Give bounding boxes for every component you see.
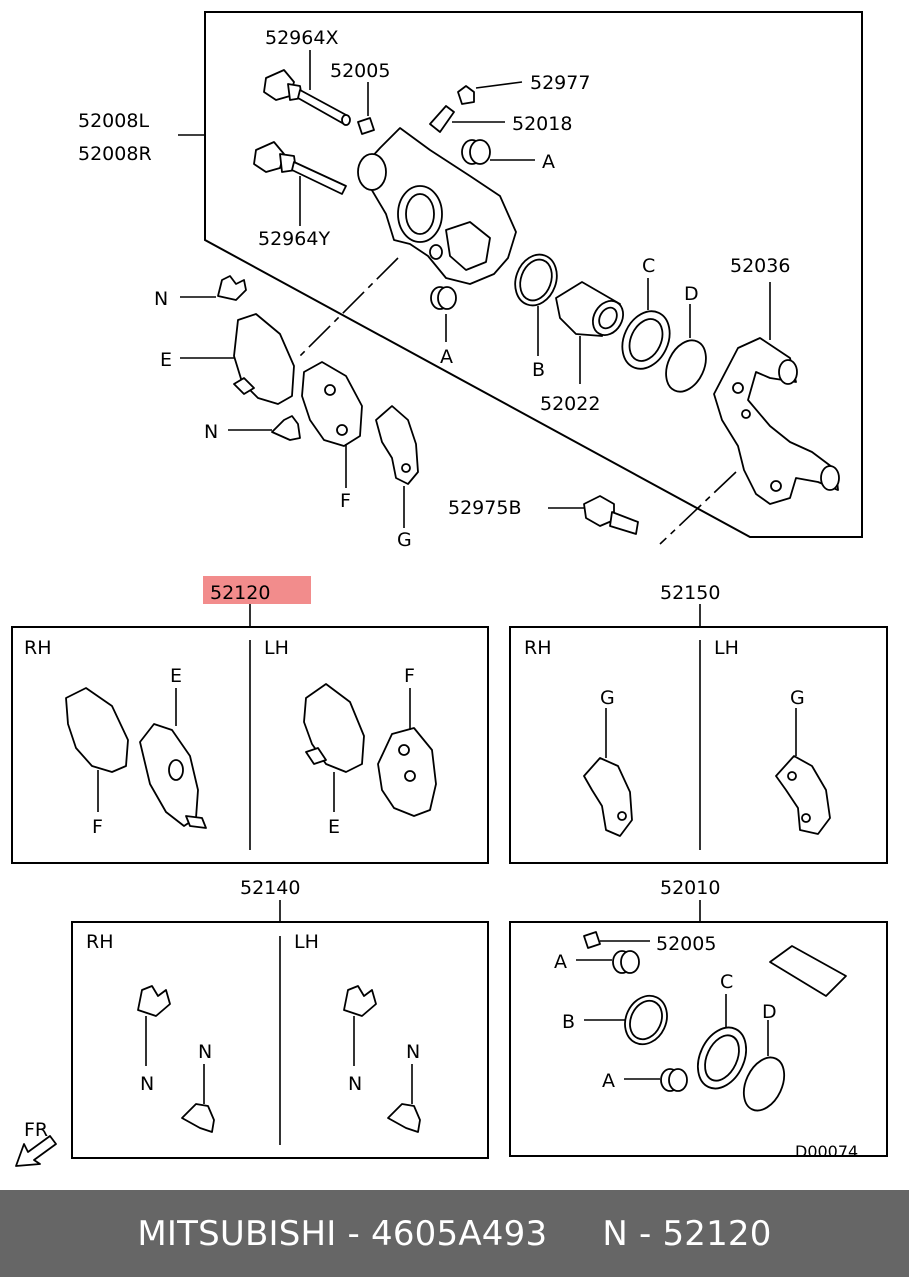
kit-52140-rh: RH [86,931,114,953]
brake-pad-e [233,313,295,405]
kit-52010-boot-c [697,1026,747,1090]
label-52008l: 52008L [78,110,149,132]
kit-52010-label-52005: 52005 [656,933,716,955]
kit-52150-lh-label-g: G [790,687,805,709]
ring-d [665,339,707,393]
label-a-upper: A [542,151,555,173]
footer-bar: MITSUBISHI - 4605A493 N - 52120 [0,1190,909,1277]
label-g: G [397,529,412,551]
kit-52010-number: 52010 [660,877,720,899]
kit-52150-rh-shim-g [583,757,633,837]
label-52022: 52022 [540,393,600,415]
kit-52120-rh-label-e: E [170,665,182,687]
label-f: F [340,490,351,512]
dust-boot-a-lower [430,286,457,310]
kit-52150-lh-shim-g [775,755,831,835]
label-e: E [160,349,172,371]
pad-clip-n-upper [217,275,247,301]
label-52975b: 52975B [448,497,521,519]
kit-52010-boot-a-1 [612,950,640,974]
guide-pin-52964x [263,69,351,126]
kit-52120-rh-label-f: F [92,816,103,838]
footer-part-info: MITSUBISHI - 4605A493 N - 52120 [137,1213,772,1254]
kit-52140-lh-label-n2: N [406,1041,420,1063]
bleeder-cap-52977 [457,85,475,105]
label-c: C [642,255,655,277]
kit-52010-boot-a-2 [660,1068,688,1092]
kit-52150-number: 52150 [660,582,720,604]
bleeder-screw-52018 [429,105,455,133]
bushing-52005 [357,117,375,135]
kit-52010-seal-b [624,994,668,1046]
kit-52010-label-a2: A [602,1070,615,1092]
kit-52010-label-b: B [562,1011,575,1033]
kit-52120-lh: LH [264,637,289,659]
kit-52010-box [509,921,888,1157]
kit-52140-rh-clip-1 [137,985,171,1017]
kit-52140-lh-label-n1: N [348,1073,362,1095]
bolt-52975b [583,495,639,535]
label-52036: 52036 [730,255,790,277]
label-a-lower: A [440,346,453,368]
kit-52150-rh: RH [524,637,552,659]
kit-52120-lh-label-f: F [404,665,415,687]
kit-52140-number: 52140 [240,877,300,899]
kit-52120-rh-pad-e [139,723,207,829]
kit-52010-label-a1: A [554,951,567,973]
dust-boot-a-upper [461,139,491,165]
kit-52140-lh-clip-2 [387,1103,421,1133]
diagram-code: D00074 [795,1142,858,1161]
kit-52010-ring-d [742,1056,786,1112]
parts-diagram: 52964X 52005 52977 52018 A 52008L 52008R… [11,11,888,1167]
label-n-lower: N [204,421,218,443]
caliper-support-52036 [713,337,840,505]
label-52964x: 52964X [265,27,338,49]
kit-52140-rh-label-n1: N [140,1073,154,1095]
kit-52140-box [71,921,489,1159]
kit-52010-label-c: C [720,971,733,993]
kit-52150-box [509,626,888,864]
dust-boot-c [621,310,671,370]
piston-seal-b [514,253,558,307]
kit-52010-grease-pack [769,945,847,997]
kit-52120-lh-pad-e [303,683,365,773]
guide-pin-52964y [253,141,347,195]
label-n-upper: N [154,288,168,310]
fr-label: FR [24,1119,48,1141]
label-52018: 52018 [512,113,572,135]
label-52008r: 52008R [78,143,152,165]
caliper-assembly-frame [204,11,863,538]
kit-52010-label-d: D [762,1001,777,1023]
kit-52140-lh-clip-1 [343,985,377,1017]
kit-52010-bushing-52005 [583,931,601,949]
kit-52140-rh-label-n2: N [198,1041,212,1063]
kit-52120-rh: RH [24,637,52,659]
label-52005: 52005 [330,60,390,82]
caliper-body [357,127,517,285]
label-52964y: 52964Y [258,228,330,250]
brake-pad-f [301,361,363,447]
kit-52150-lh: LH [714,637,739,659]
label-b: B [532,359,545,381]
kit-52120-highlight [203,576,311,604]
kit-52120-lh-pad-f [377,727,437,817]
kit-52140-rh-clip-2 [181,1103,215,1133]
kit-52150-rh-label-g: G [600,687,615,709]
kit-52140-lh: LH [294,931,319,953]
label-52977: 52977 [530,72,590,94]
kit-52120-box [11,626,489,864]
pad-shim-g [375,405,419,485]
pad-clip-n-lower [271,415,301,441]
piston-52022 [555,281,624,337]
label-d: D [684,283,699,305]
kit-52120-number: 52120 [210,582,270,604]
kit-52120-rh-pad-f [65,687,129,773]
kit-52120-lh-label-e: E [328,816,340,838]
fr-arrow-icon [15,1135,57,1167]
